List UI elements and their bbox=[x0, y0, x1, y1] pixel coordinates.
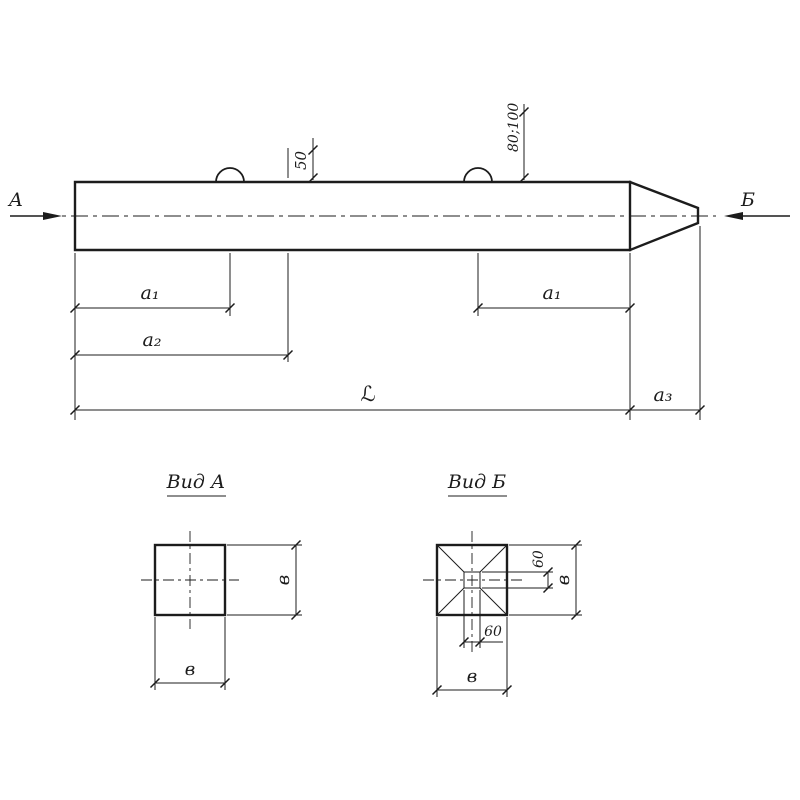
dimension-labels: а₁ а₁ а₂ ℒ а₃ bbox=[141, 282, 673, 406]
view-a-dimension-ticks bbox=[149, 539, 302, 689]
view-b-dimension-ticks bbox=[431, 539, 582, 696]
view-a-title: Вид А bbox=[166, 471, 226, 493]
extension-lines bbox=[74, 148, 701, 420]
dim-a1-right-label: а₁ bbox=[543, 282, 562, 304]
view-direction-b: Б bbox=[724, 189, 790, 220]
top-dimension-lines bbox=[312, 104, 525, 180]
view-direction-a: А bbox=[7, 189, 62, 220]
view-b-extension-lines bbox=[436, 544, 582, 697]
view-b-dim-core-right: 60 bbox=[531, 550, 547, 568]
pile-outline bbox=[73, 180, 700, 252]
dim-a2-label: а₂ bbox=[143, 329, 162, 351]
view-b-tip-chamfer-diagonals bbox=[436, 544, 508, 616]
view-arrow-a-label: А bbox=[7, 189, 23, 211]
top-dimensions: 50 80;100 bbox=[292, 103, 530, 184]
dim-a1-left-label: а₁ bbox=[141, 282, 160, 304]
dim-length-label: ℒ bbox=[360, 382, 375, 406]
view-b-dim-width-right: в bbox=[553, 575, 574, 585]
view-a-extension-lines bbox=[154, 544, 302, 690]
view-a-dim-width-right: в bbox=[273, 575, 294, 585]
dim-a3-label: а₃ bbox=[654, 384, 673, 406]
view-a-centerlines bbox=[141, 531, 239, 629]
view-b-dimension-lines bbox=[437, 545, 577, 691]
dimension-ticks bbox=[69, 302, 706, 416]
pile-body bbox=[73, 180, 632, 252]
view-b: Вид Б 60 60 в в bbox=[423, 471, 582, 697]
view-b-centerlines bbox=[423, 531, 523, 655]
view-b-tip-core-square bbox=[463, 571, 481, 589]
view-arrow-b-head bbox=[724, 212, 743, 220]
lifting-hook-left bbox=[215, 167, 245, 183]
dimension-lines bbox=[75, 307, 700, 411]
view-b-title: Вид Б bbox=[447, 471, 506, 493]
lifting-hooks bbox=[215, 167, 493, 183]
view-a: Вид А в в bbox=[141, 471, 302, 690]
view-arrow-a-head bbox=[43, 212, 62, 220]
dim-50-label: 50 bbox=[292, 150, 310, 170]
top-dimension-ticks bbox=[307, 106, 530, 184]
view-b-dim-core-bottom: 60 bbox=[484, 624, 502, 640]
view-b-dim-width-bottom: в bbox=[467, 666, 477, 687]
view-arrow-b-label: Б bbox=[740, 189, 755, 211]
view-a-dim-width-bottom: в bbox=[185, 659, 195, 680]
view-a-dimension-lines bbox=[155, 545, 297, 684]
lifting-hook-right bbox=[463, 167, 493, 183]
dim-80-100-label: 80;100 bbox=[506, 103, 522, 152]
pile-tip bbox=[628, 180, 700, 252]
